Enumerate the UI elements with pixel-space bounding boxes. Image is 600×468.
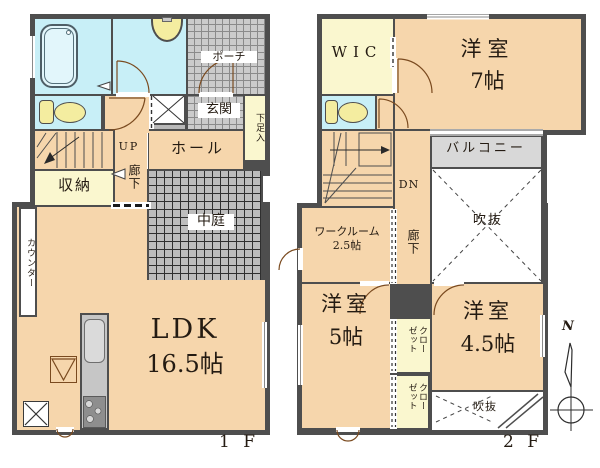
label-closet-upper: クローゼット [406, 325, 427, 353]
symbol-triangle-box [50, 356, 77, 383]
label-ldk-size: 16.5帖 [146, 350, 224, 378]
kitchen-sink [84, 319, 105, 363]
symbol-x-box [23, 401, 49, 427]
faucet-icon [162, 17, 172, 22]
label-up: UP [118, 140, 140, 153]
bathtub-drain [66, 30, 71, 35]
kitchen-stove [83, 396, 106, 428]
laundry-box [151, 94, 186, 125]
label-wic: WIC [331, 43, 383, 61]
bathtub-inner [44, 28, 74, 84]
room-bedroom7 [393, 17, 583, 132]
label-storage: 収納 [57, 176, 92, 194]
label-hall: ホール [170, 139, 225, 157]
toilet-bowl-2f [338, 102, 368, 123]
label-closet-lower: クローゼット [406, 382, 427, 410]
label-floor2: 2 F [502, 432, 543, 452]
toilet-tank-2f [325, 100, 338, 124]
compass-icon [550, 342, 593, 431]
label-workroom-size: 2.5帖 [332, 239, 362, 252]
room-ldk-upper [15, 205, 147, 284]
label-ldk-name: LDK [150, 314, 220, 345]
label-bedroom7-size: 7帖 [470, 69, 505, 93]
counter [19, 207, 37, 317]
label-floor1: 1 F [218, 432, 259, 452]
label-counter: カウンター [25, 238, 35, 288]
label-genkan: 玄関 [198, 102, 240, 118]
label-workroom-name: ワークルーム [314, 225, 380, 238]
toilet-tank-1f [39, 100, 54, 124]
label-bedroom45-name: 洋室 [463, 299, 513, 323]
label-balcony: バルコニー [446, 141, 526, 156]
stairs-1f [33, 129, 115, 171]
label-bedroom45-size: 4.5帖 [460, 332, 516, 356]
label-corridor-1f: 廊下 [127, 164, 141, 190]
label-courtyard: 中庭 [188, 213, 234, 230]
corridor-2f-upper [375, 94, 395, 131]
shoe-cabinet [243, 94, 267, 162]
corridor-1f-upper [103, 94, 151, 133]
room-hall [149, 129, 245, 173]
toilet-bowl-1f [54, 102, 86, 123]
label-shoe-cabinet: 下足入 [254, 113, 264, 143]
label-dn: DN [398, 178, 420, 191]
label-void-upper: 吹抜 [472, 213, 503, 228]
label-bedroom5-size: 5帖 [328, 325, 364, 349]
stairs-2f [320, 129, 395, 208]
label-bedroom7-name: 洋室 [460, 37, 515, 61]
label-north: N [562, 319, 574, 334]
label-porch: ポーチ [201, 50, 257, 64]
label-void-lower: 吹抜 [473, 400, 497, 413]
label-bedroom5-name: 洋室 [321, 292, 371, 316]
label-corridor-2f: 廊下 [406, 229, 420, 255]
